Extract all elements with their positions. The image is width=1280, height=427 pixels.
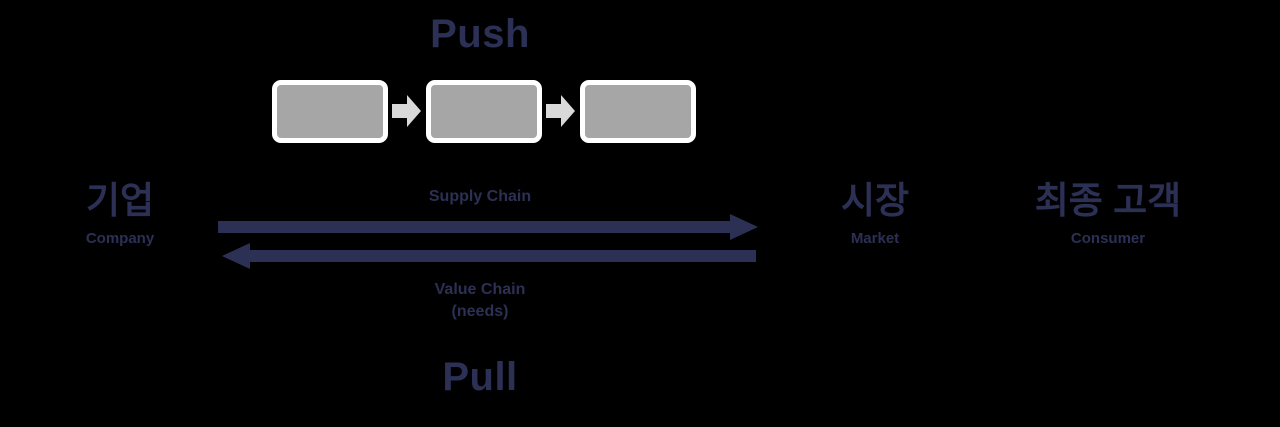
value-chain-label: Value Chain: [434, 281, 526, 298]
endpoint-consumer: 최종 고객 Consumer: [988, 180, 1228, 247]
consumer-label-ko: 최종 고객: [1034, 180, 1182, 221]
process-box-row: [272, 75, 696, 147]
chain-flow-arrows: [210, 214, 770, 270]
supply-chain-arrow: [218, 214, 758, 240]
arrow-right-icon: [388, 91, 426, 131]
company-label-en: Company: [85, 229, 155, 247]
value-chain-label-group: Value Chain (needs): [330, 279, 630, 322]
consumer-label-en: Consumer: [1070, 229, 1146, 247]
push-label: Push: [430, 12, 530, 56]
market-label-ko: 시장: [840, 180, 910, 221]
company-label-ko: 기업: [85, 180, 155, 221]
arrow-right-icon: [542, 91, 580, 131]
endpoint-company: 기업 Company: [20, 180, 220, 247]
market-label-en: Market: [850, 229, 900, 247]
process-box-1[interactable]: [272, 79, 388, 143]
value-chain-arrow: [222, 243, 756, 269]
process-box-2[interactable]: [426, 79, 542, 143]
pull-label: Pull: [442, 355, 518, 399]
value-chain-sublabel: (needs): [451, 302, 509, 320]
endpoint-market: 시장 Market: [775, 180, 975, 247]
supply-chain-label: Supply Chain: [428, 188, 532, 205]
process-box-3[interactable]: [580, 79, 696, 143]
